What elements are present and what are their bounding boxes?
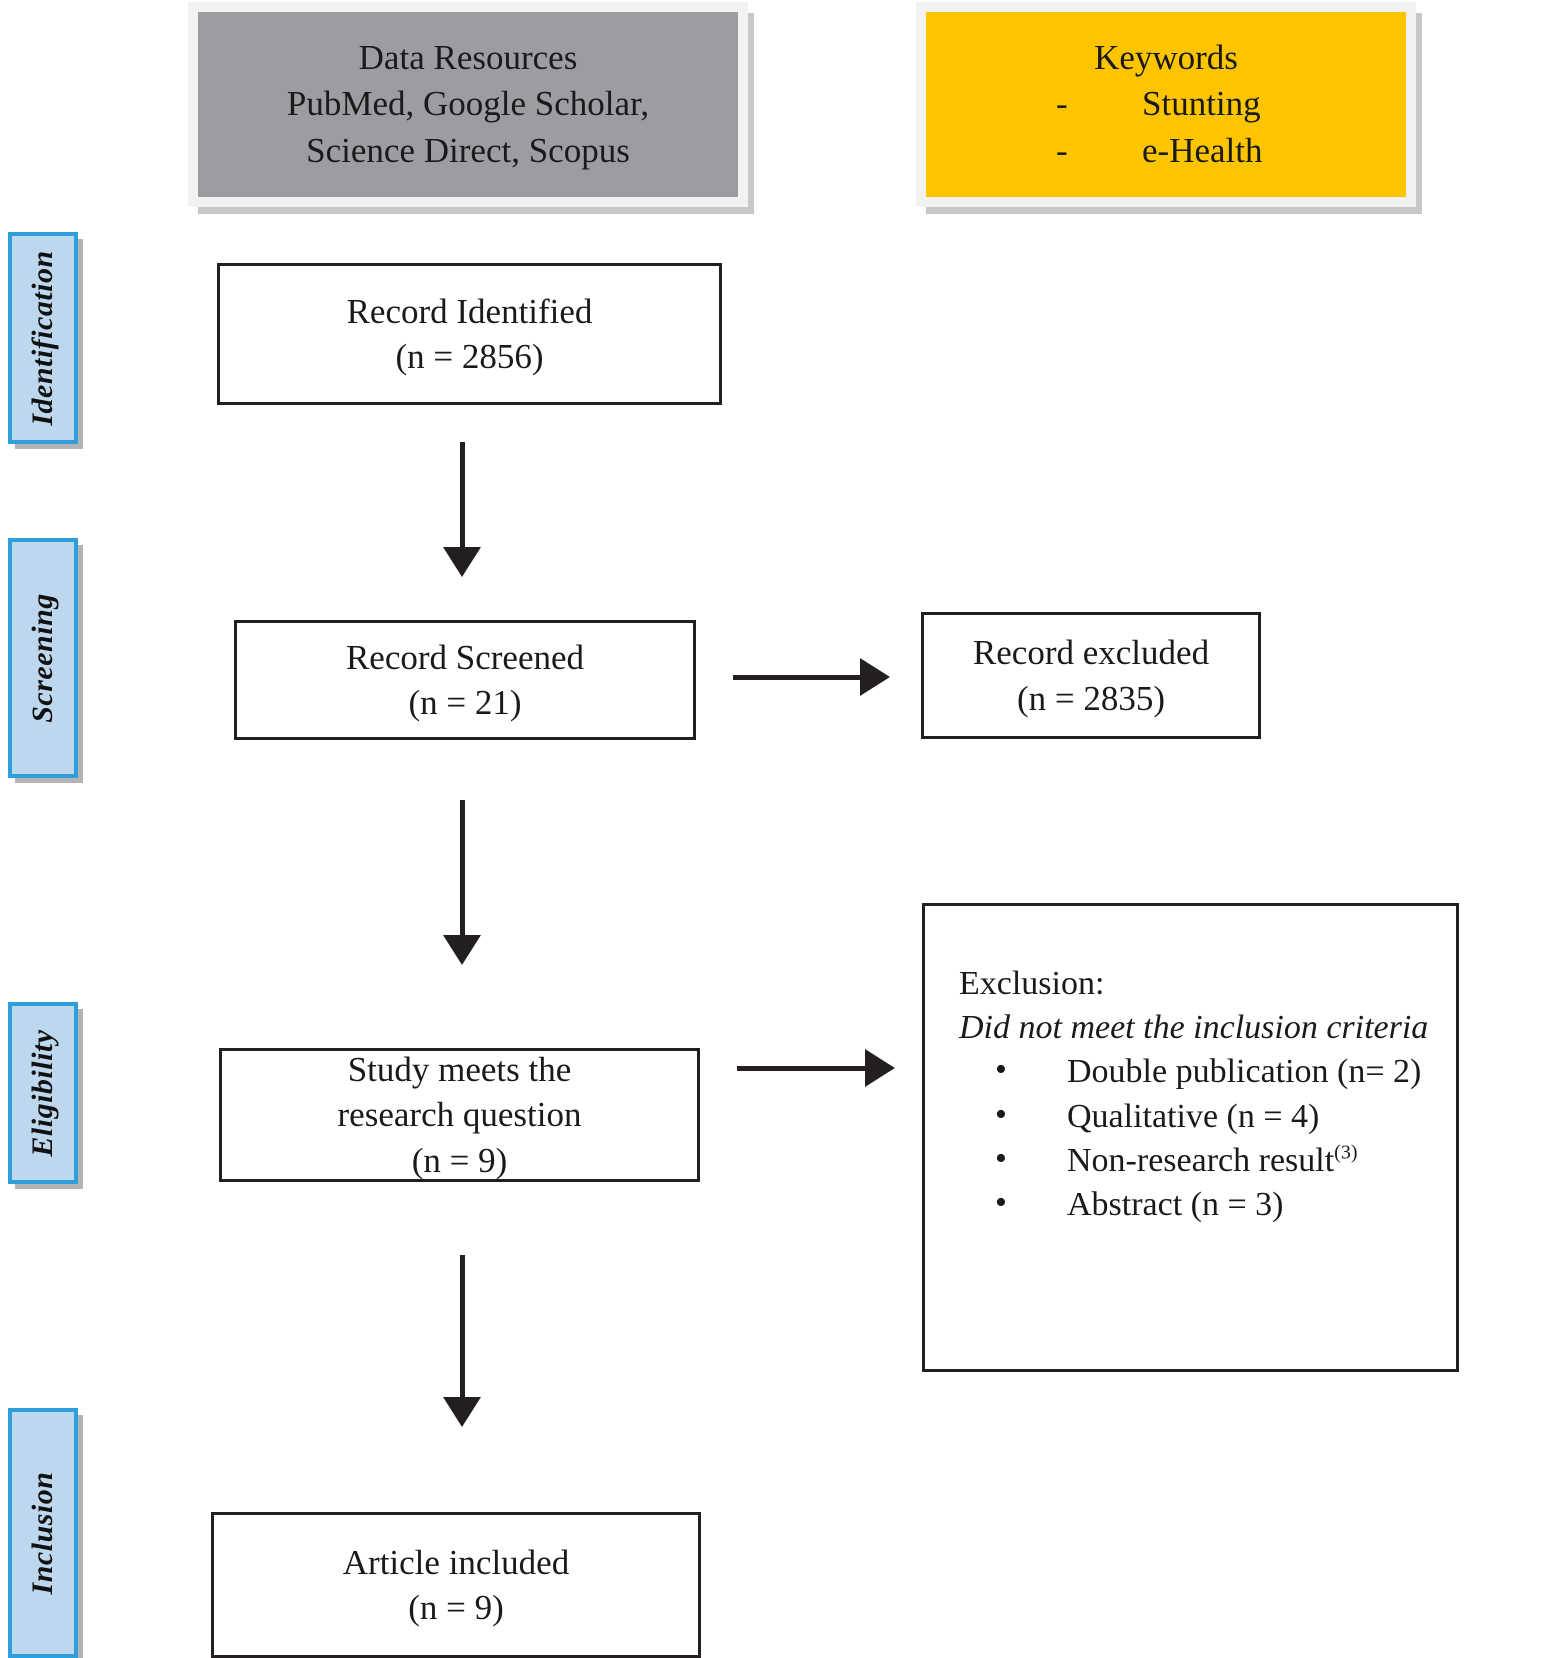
box-record-identified-line-1: Record Identified xyxy=(346,291,593,331)
box-study-meets-line-3: (n = 9) xyxy=(411,1140,508,1180)
exclusion-reason-sup-3: (3) xyxy=(1334,1141,1358,1164)
stage-tab-identification: Identification xyxy=(8,232,78,444)
data-resources-fill: Data Resources PubMed, Google Scholar, S… xyxy=(198,12,738,197)
exclusion-reason-item: Qualitative (n = 4) xyxy=(995,1093,1438,1139)
arrow-shaft xyxy=(460,1255,465,1397)
keyword-dash-2: - xyxy=(1056,130,1068,170)
box-record-identified: Record Identified (n = 2856) xyxy=(217,263,722,405)
exclusion-reason-text-4: Abstract (n = 3) xyxy=(1067,1185,1284,1223)
keyword-text-2: e-Health xyxy=(1142,130,1263,170)
arrow-shaft xyxy=(460,442,465,547)
arrow-shaft xyxy=(737,1066,865,1071)
exclusion-subheading: Did not meet the inclusion criteria xyxy=(959,1009,1429,1047)
data-resources-line-3: Science Direct, Scopus xyxy=(306,130,630,170)
stage-tab-identification-label: Identification xyxy=(26,250,59,426)
box-record-screened: Record Screened (n = 21) xyxy=(234,620,696,740)
exclusion-reason-text-3: Non-research result xyxy=(1067,1141,1335,1179)
data-resources-line-1: Data Resources xyxy=(358,38,578,78)
box-record-excluded-line-1: Record excluded xyxy=(972,633,1210,672)
box-study-meets-research-question: Study meets the research question (n = 9… xyxy=(219,1048,700,1182)
arrow-head xyxy=(443,547,481,577)
data-resources-card: Data Resources PubMed, Google Scholar, S… xyxy=(188,2,748,207)
arrow-head xyxy=(865,1049,895,1087)
keywords-title: Keywords xyxy=(1094,38,1238,78)
keywords-card: Keywords - Stunting - e-Health xyxy=(916,2,1416,207)
exclusion-reason-list: Double publication (n= 2) Qualitative (n… xyxy=(959,1048,1438,1227)
exclusion-reason-text-2: Qualitative (n = 4) xyxy=(1067,1097,1320,1135)
box-article-included: Article included (n = 9) xyxy=(211,1512,701,1658)
stage-tab-eligibility-label: Eligibility xyxy=(26,1029,59,1157)
keyword-dash-1: - xyxy=(1056,84,1068,124)
arrow-head xyxy=(860,658,890,696)
stage-tab-screening-label: Screening xyxy=(26,593,59,723)
data-resources-line-2: PubMed, Google Scholar, xyxy=(286,84,650,124)
exclusion-reason-text-1: Double publication (n= 2) xyxy=(1067,1053,1422,1091)
keyword-text-1: Stunting xyxy=(1142,84,1261,124)
stage-tab-inclusion: Inclusion xyxy=(8,1408,78,1658)
box-article-included-line-1: Article included xyxy=(342,1542,570,1582)
box-exclusion-details: Exclusion: Did not meet the inclusion cr… xyxy=(922,903,1459,1372)
arrow-head xyxy=(443,935,481,965)
box-record-identified-line-2: (n = 2856) xyxy=(395,337,544,376)
box-record-excluded-line-2: (n = 2835) xyxy=(1016,678,1166,718)
box-study-meets-line-1: Study meets the xyxy=(347,1049,572,1089)
exclusion-reason-item: Abstract (n = 3) xyxy=(995,1181,1438,1227)
stage-tab-inclusion-label: Inclusion xyxy=(26,1471,59,1595)
exclusion-heading: Exclusion: xyxy=(959,965,1105,1002)
box-record-screened-line-2: (n = 21) xyxy=(408,683,522,722)
exclusion-reason-item: Double publication (n= 2) xyxy=(995,1048,1438,1094)
keywords-fill: Keywords - Stunting - e-Health xyxy=(926,12,1406,197)
box-article-included-line-2: (n = 9) xyxy=(408,1588,504,1627)
keyword-item-stunting: - Stunting xyxy=(926,81,1406,127)
stage-tab-eligibility: Eligibility xyxy=(8,1002,78,1184)
arrow-shaft xyxy=(733,675,860,680)
stage-tab-screening: Screening xyxy=(8,538,78,778)
box-record-screened-line-1: Record Screened xyxy=(345,637,585,677)
arrow-shaft xyxy=(460,800,465,935)
box-study-meets-line-2: research question xyxy=(337,1095,582,1135)
keyword-item-ehealth: - e-Health xyxy=(926,128,1406,174)
box-record-excluded: Record excluded (n = 2835) xyxy=(921,612,1261,739)
exclusion-reason-item: Non-research result(3) xyxy=(995,1137,1438,1183)
arrow-head xyxy=(443,1397,481,1427)
